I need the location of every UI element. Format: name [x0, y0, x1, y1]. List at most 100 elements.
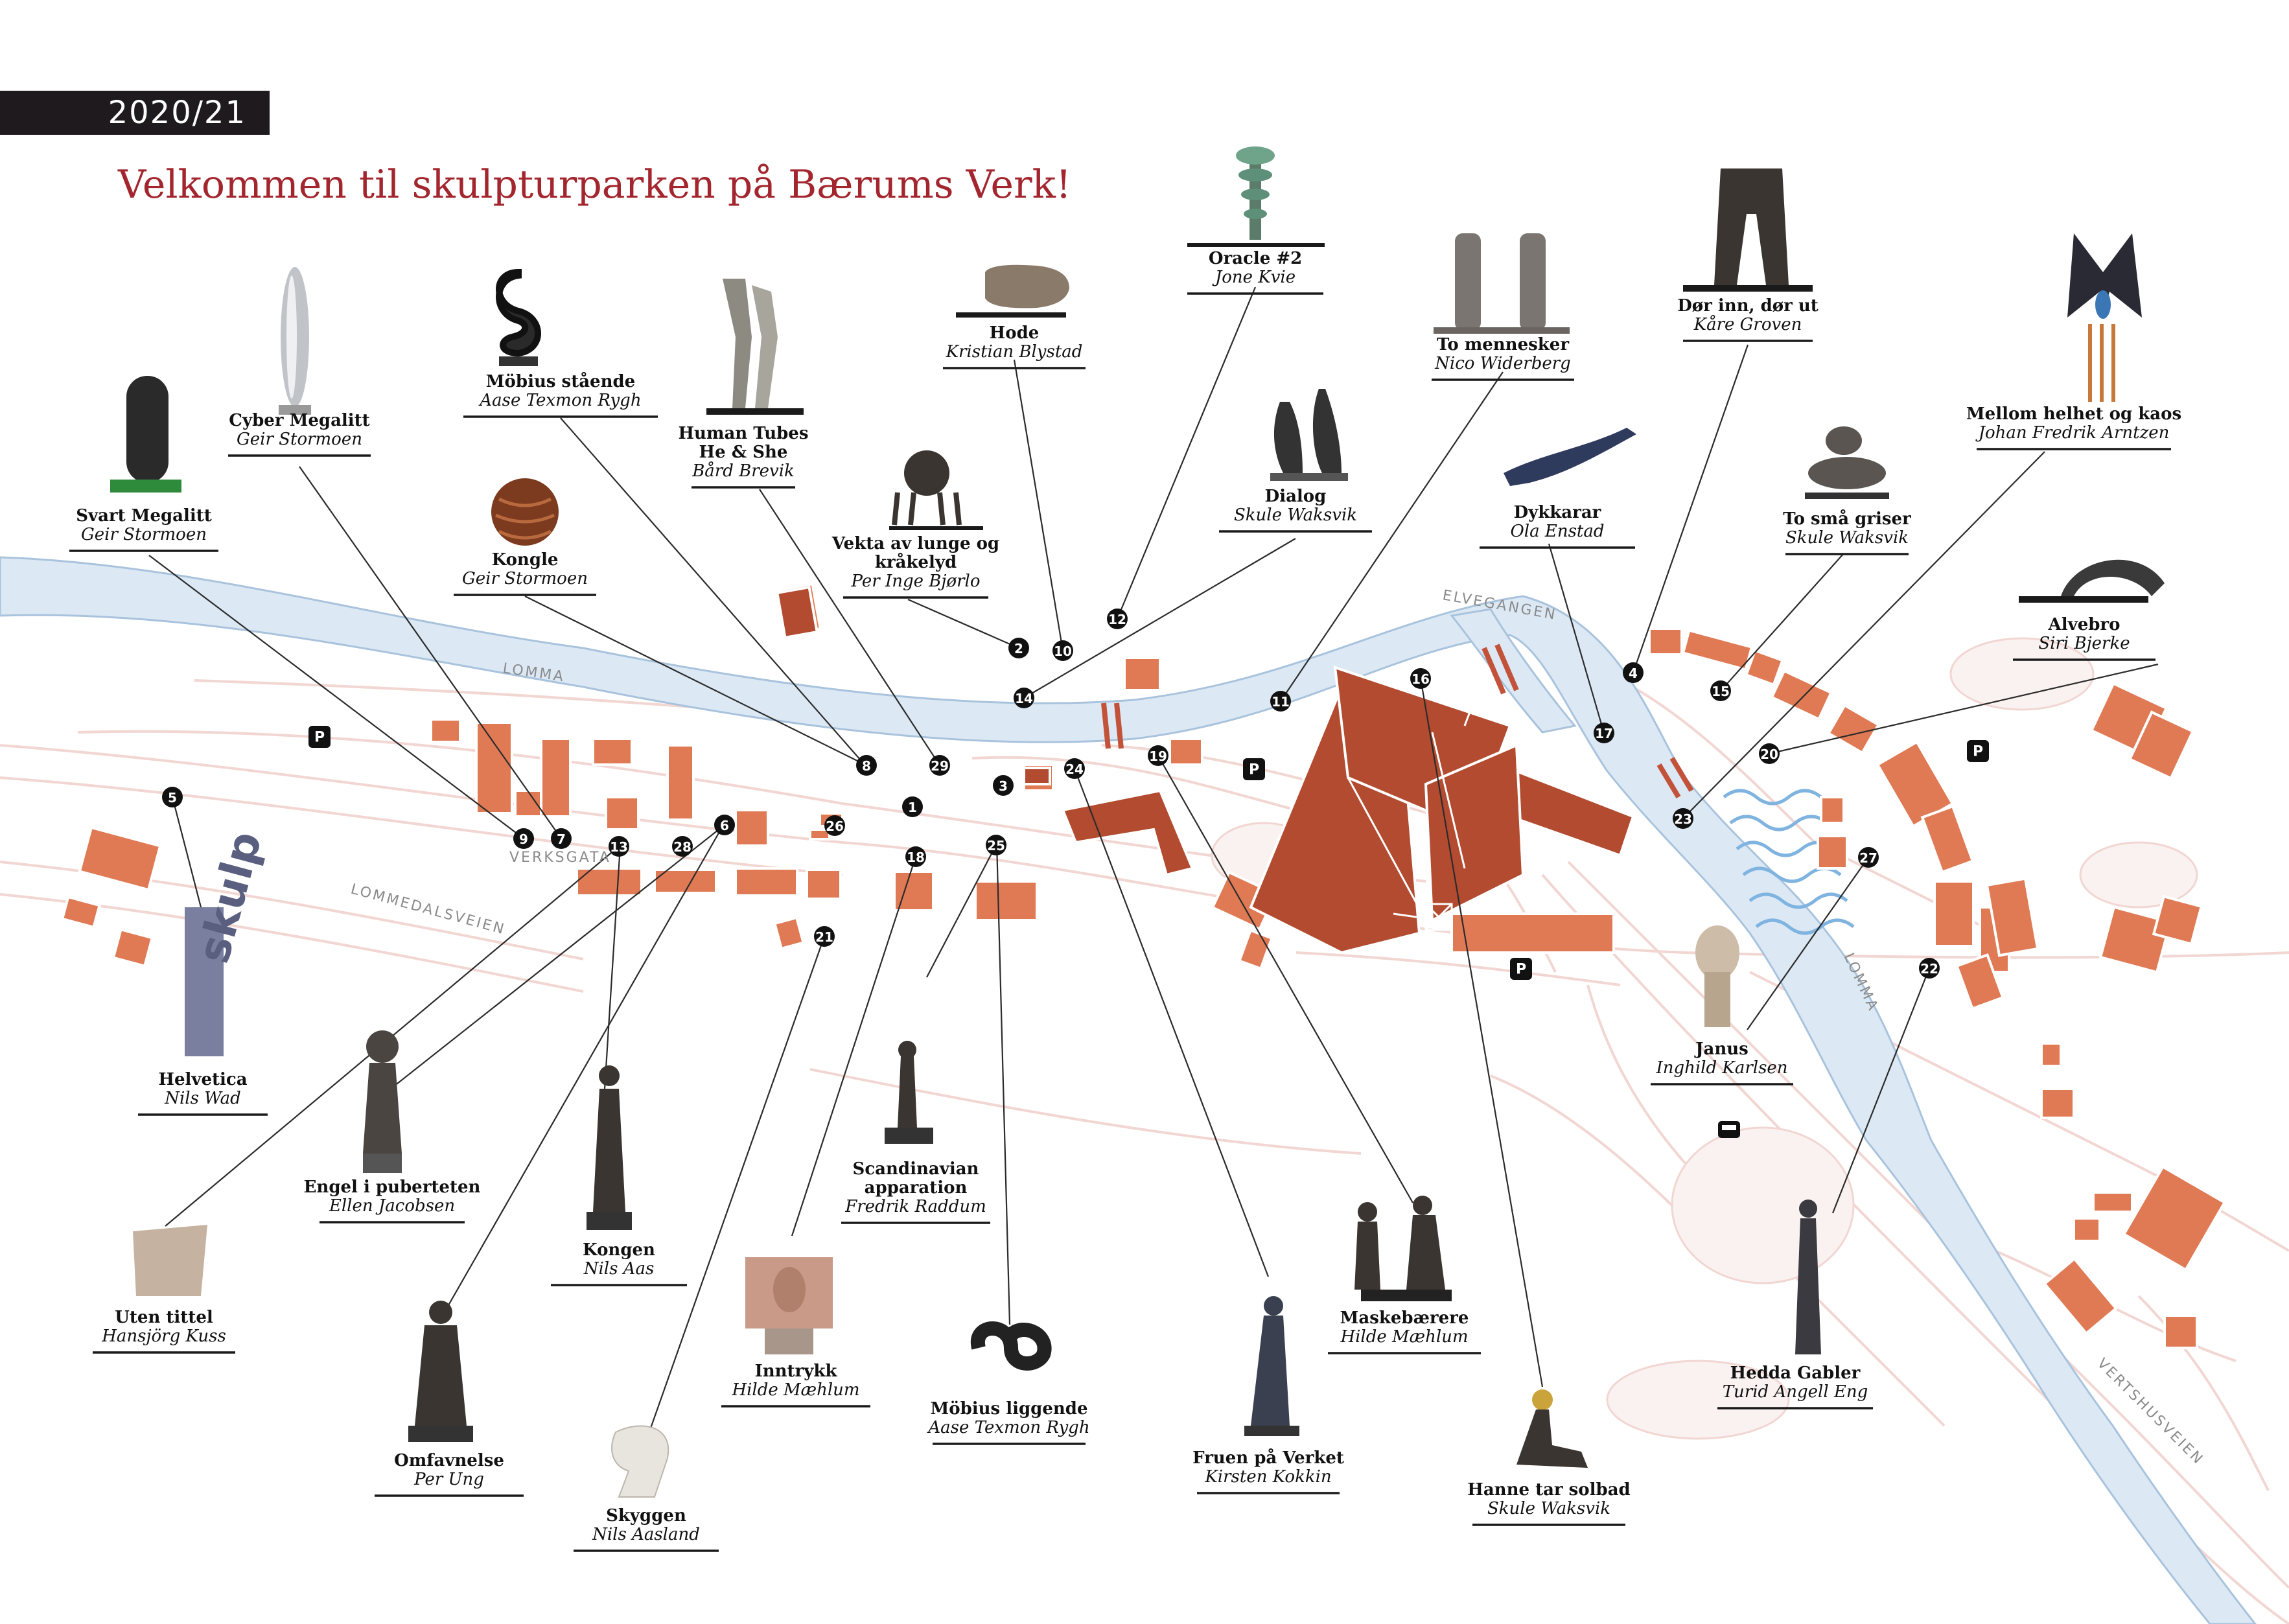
sculpture-helvetica-image: skulp [185, 826, 272, 1056]
sculpture-name: Fruen på Verket [1192, 1448, 1344, 1468]
marker-1: 1 [902, 796, 923, 817]
sculpture-inntrykk-image [745, 1257, 833, 1354]
marker-16: 16 [1410, 668, 1431, 689]
sculpture-name: Svart Megalitt [76, 506, 212, 526]
sculpture-artist: Aase Texmon Rygh [480, 391, 642, 410]
bridges [1101, 644, 1694, 799]
sculpture-uten-tittel-image [133, 1225, 207, 1296]
svg-text:4: 4 [1629, 666, 1638, 681]
svg-text:22: 22 [1920, 961, 1938, 977]
sculpture-name: Dør inn, dør ut [1677, 296, 1818, 316]
marker-29: 29 [929, 755, 950, 776]
marker-28: 28 [672, 836, 693, 857]
sculpture-name: Alvebro [2048, 615, 2121, 634]
svg-text:12: 12 [1108, 612, 1126, 627]
sculpture-name: To mennesker [1436, 335, 1570, 354]
svg-text:5: 5 [168, 790, 177, 806]
sculpture-artist: Skule Waksvik [1487, 1499, 1611, 1518]
parking-icon: P [1243, 758, 1265, 780]
marker-11: 11 [1270, 691, 1291, 712]
sculpture-fruen-image [1244, 1296, 1299, 1436]
svg-text:8: 8 [862, 758, 871, 774]
sculpture-name: Hanne tar solbad [1467, 1480, 1631, 1500]
sculpture-artist: Geir Stormoen [81, 525, 207, 544]
label-underlines [69, 292, 2171, 1552]
sculpture-svart-megalitt-image [110, 376, 181, 493]
sculpture-name: Cyber Megalitt [229, 411, 370, 430]
sculpture-mobius-staende-image [496, 268, 541, 366]
sculpture-name: Inntrykk [754, 1362, 837, 1381]
sculpture-artist: Hilde Mæhlum [1340, 1327, 1469, 1347]
sculpture-artist: Johan Fredrik Arntzen [1978, 423, 2170, 443]
sculpture-artist: Bård Brevik [692, 461, 795, 481]
sculpture-scandinavian-image [885, 1041, 933, 1144]
marker-18: 18 [905, 846, 926, 867]
buildings-outline [1347, 673, 1485, 931]
svg-text:15: 15 [1712, 684, 1730, 699]
marker-2: 2 [1008, 638, 1029, 658]
sculpture-name: Skyggen [606, 1506, 686, 1525]
sculpture-name: Hode [989, 323, 1040, 343]
sculpture-name: Kongen [583, 1240, 655, 1260]
svg-text:P: P [1973, 744, 1983, 760]
sculpture-name: To små griser [1783, 509, 1911, 529]
sculpture-cyber-megalitt-image [279, 267, 311, 415]
sculpture-artist: Nils Aas [583, 1259, 655, 1279]
sculpture-name: Janus [1695, 1039, 1749, 1059]
sculpture-name: Vekta av lunge og kråkelyd [831, 534, 1000, 572]
sculpture-artist: Jone Kvie [1214, 268, 1296, 287]
svg-text:P: P [1516, 962, 1526, 978]
sculpture-hedda-image [1795, 1200, 1821, 1354]
sculpture-artist: Hilde Mæhlum [732, 1380, 860, 1400]
marker-23: 23 [1673, 808, 1693, 829]
sculpture-hanne-image [1516, 1389, 1588, 1468]
marker-24: 24 [1064, 758, 1085, 779]
svg-text:27: 27 [1859, 850, 1877, 866]
svg-text:6: 6 [720, 818, 729, 833]
sculpture-images: skulp [110, 146, 2165, 1498]
svg-text:21: 21 [815, 929, 833, 945]
sculpture-name: Möbius stående [485, 372, 636, 391]
sculpture-janus-image [1695, 925, 1739, 1027]
svg-text:24: 24 [1065, 761, 1084, 777]
sculpture-artist: Skule Waksvik [1785, 528, 1909, 548]
marker-27: 27 [1858, 847, 1879, 868]
sculpture-name: Oracle #2 [1208, 249, 1303, 268]
marker-5: 5 [162, 787, 183, 807]
marker-12: 12 [1107, 609, 1128, 629]
marker-3: 3 [993, 775, 1014, 796]
street-verksgata: VERKSGATA [509, 850, 611, 866]
sculpture-name: Human Tubes He & She [678, 424, 809, 462]
marker-8: 8 [856, 755, 877, 776]
sculpture-dialog-image [1270, 389, 1348, 481]
buildings-dark [775, 585, 1635, 955]
sculpture-artist: Ellen Jacobsen [329, 1196, 456, 1216]
sculpture-name: Uten tittel [115, 1308, 213, 1327]
sculpture-name: Mellom helhet og kaos [1966, 404, 2182, 424]
svg-text:3: 3 [999, 778, 1008, 794]
marker-17: 17 [1594, 723, 1614, 743]
sculpture-name: Dialog [1264, 487, 1327, 506]
sculpture-alvebro-image [2019, 559, 2165, 603]
marker-4: 4 [1623, 662, 1644, 683]
sculpture-artist: Ola Enstad [1510, 522, 1605, 541]
sculpture-human-tubes-image [706, 279, 804, 415]
marker-9: 9 [513, 828, 534, 849]
sculpture-artist: Kirsten Kokkin [1205, 1467, 1332, 1487]
parking-icon: P [308, 726, 331, 748]
